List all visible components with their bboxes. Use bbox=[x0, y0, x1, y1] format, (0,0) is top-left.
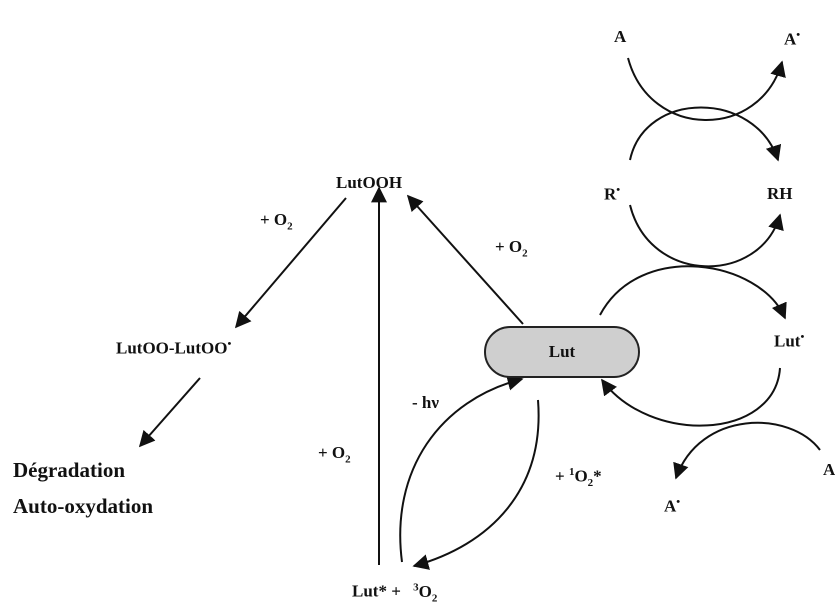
arrow-lut-to-lutrad bbox=[599, 265, 787, 320]
a-right-label: A bbox=[823, 460, 835, 479]
o2-left-label: + O2 bbox=[260, 210, 293, 233]
o2-right-label: + O2 bbox=[495, 237, 528, 260]
r-rad-label: R• bbox=[604, 184, 621, 204]
lut-rad-label: Lut• bbox=[774, 331, 805, 351]
arrow-lutstar-to-lut bbox=[399, 374, 524, 563]
arrow-lut-to-lutstar bbox=[412, 399, 540, 570]
arrow-lutrad-to-lut bbox=[601, 367, 781, 427]
auto-oxydation-label: Auto-oxydation bbox=[13, 494, 154, 518]
arrow-lut-to-lutooh bbox=[406, 194, 524, 325]
singlet-o2-label: + 1O2* bbox=[555, 466, 602, 490]
lutoo-dimer-label: LutOO-LutOO• bbox=[116, 338, 232, 358]
degradation-label: Dégradation bbox=[13, 458, 125, 482]
o2-vertical-label: + O2 bbox=[318, 443, 351, 466]
arrow-dimer-to-degradation bbox=[138, 377, 201, 448]
arrow-rrad-to-rh-lower bbox=[629, 204, 784, 268]
arrow-rrad-to-rh bbox=[629, 106, 782, 162]
a-rad-bottom-label: A• bbox=[664, 496, 681, 516]
rh-label: RH bbox=[767, 184, 793, 203]
arrow-lutooh-to-dimer bbox=[234, 197, 347, 329]
arrow-a-to-arad-bottom bbox=[673, 421, 821, 480]
lut-node: Lut bbox=[484, 326, 640, 378]
a-rad-top-label: A• bbox=[784, 29, 801, 49]
arrow-a-to-arad-top bbox=[627, 57, 786, 121]
lutooh-label: LutOOH bbox=[336, 173, 403, 192]
minus-hv-label: - hν bbox=[412, 393, 439, 412]
lut-node-label: Lut bbox=[548, 342, 576, 361]
a-top-label: A bbox=[614, 27, 627, 46]
lut-star-label: Lut* + 3O2 bbox=[352, 581, 438, 605]
